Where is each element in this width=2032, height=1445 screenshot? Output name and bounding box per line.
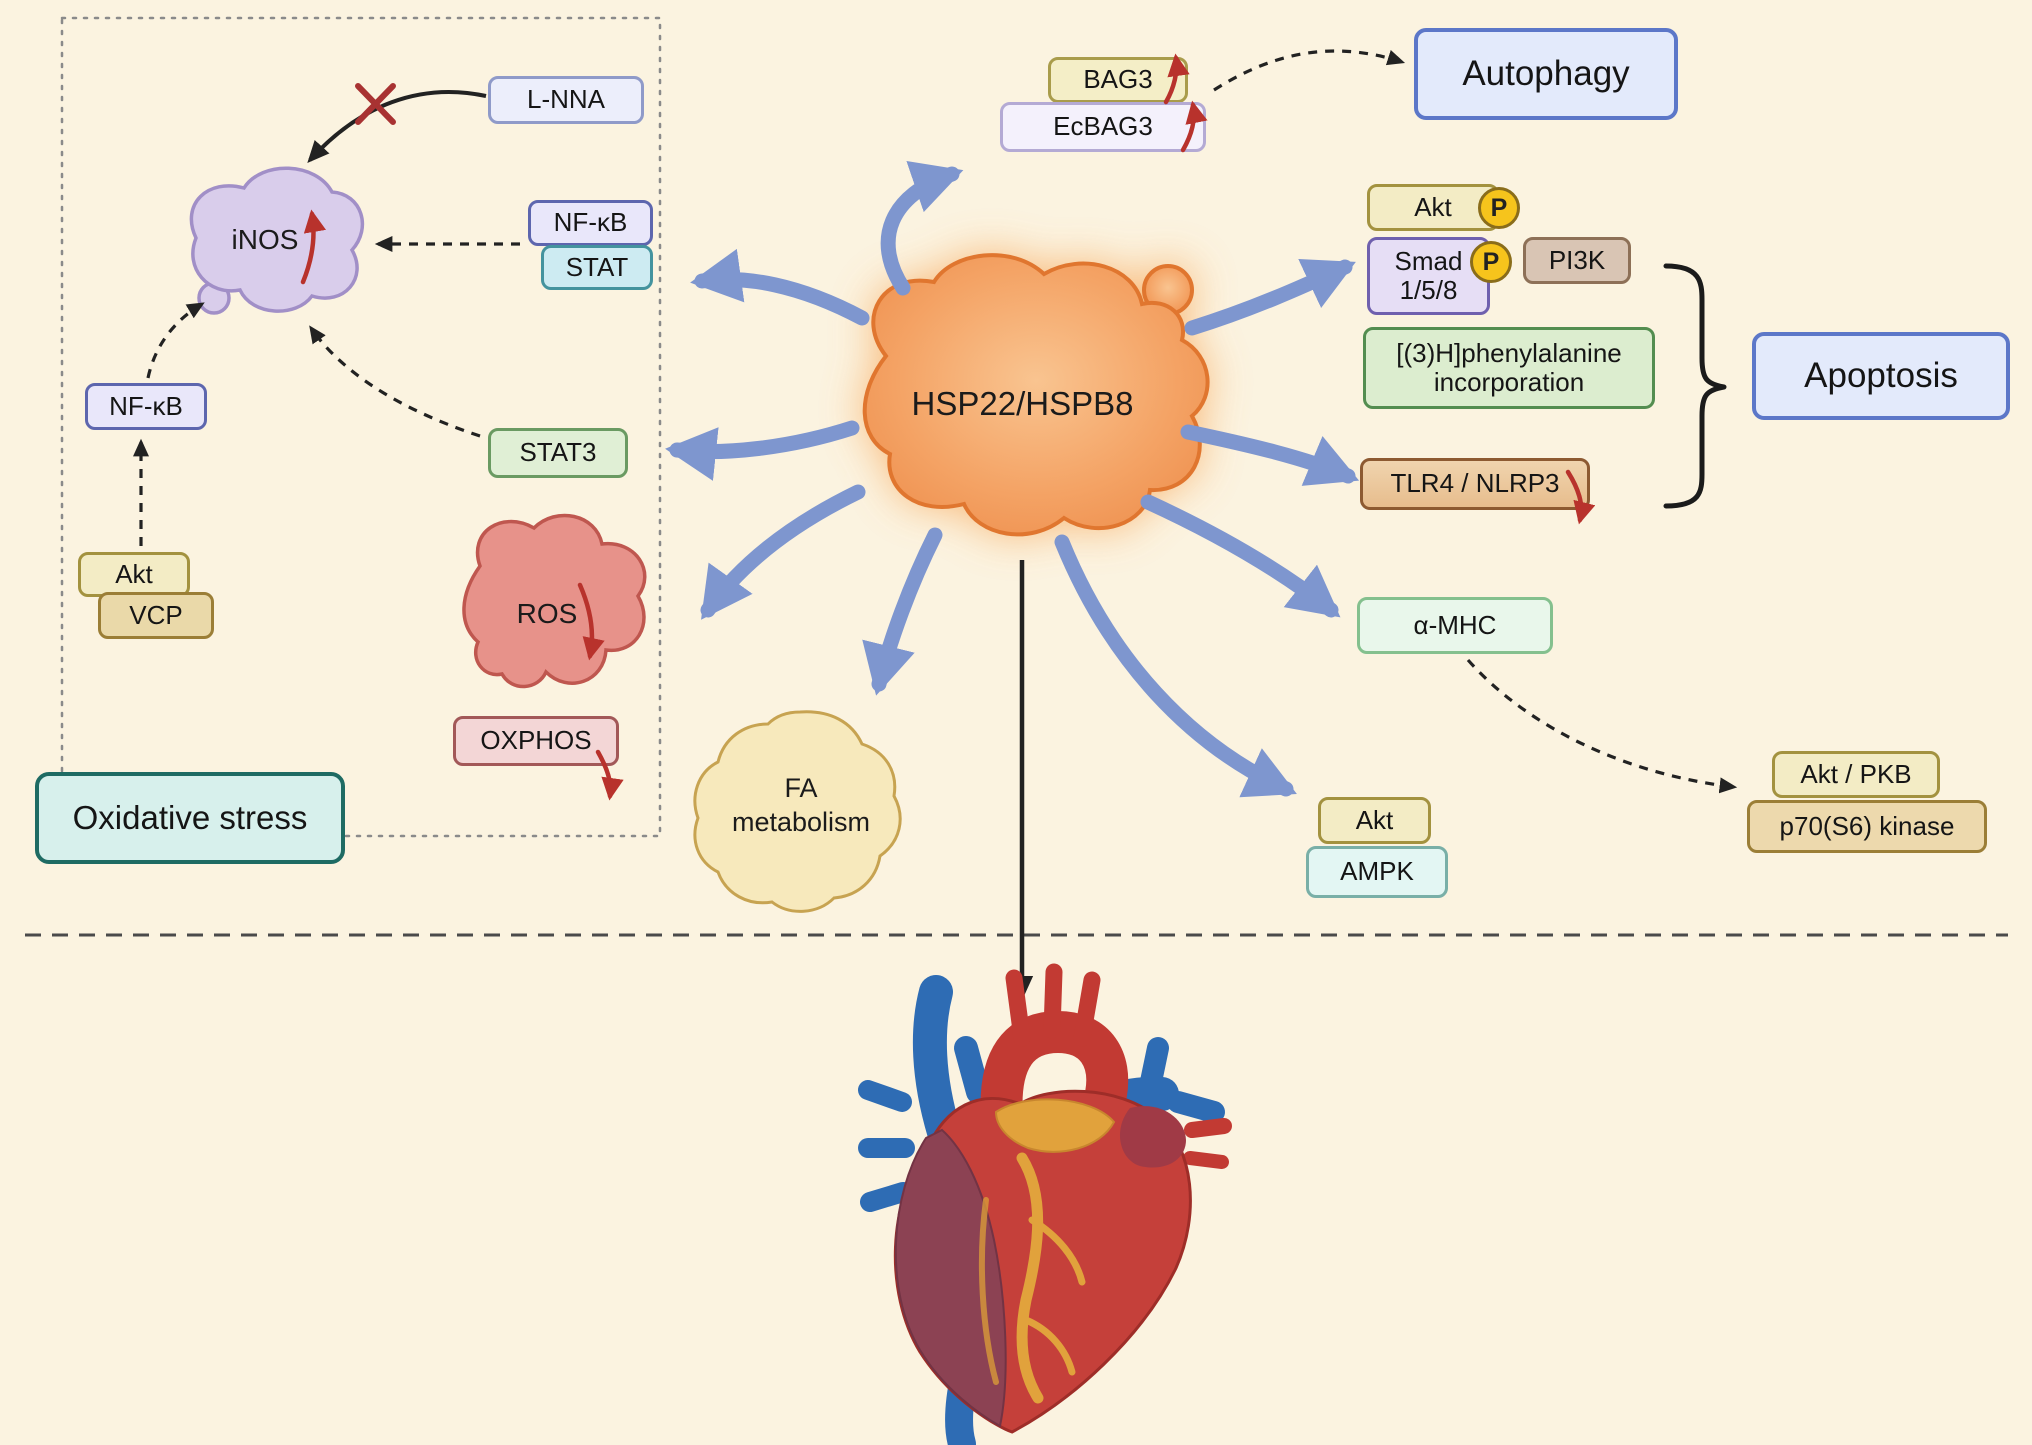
phospho-p-label-2: P: [1482, 247, 1500, 276]
stat3-box: STAT3: [488, 428, 628, 478]
heart-illustration: [858, 963, 1232, 1445]
blue-arrows: [665, 160, 1360, 798]
akt-bottom-label: Akt: [1355, 804, 1394, 835]
arrow-to-stat3: [665, 420, 860, 481]
arrow-to-tlr4: [1180, 424, 1360, 486]
smad-label-line1: Smad: [1394, 245, 1463, 276]
phospho-p-label: P: [1490, 193, 1508, 222]
arrow-to-nfkb-stat: [690, 248, 870, 326]
arrow-to-smad: [1184, 259, 1356, 336]
arrow-stat3-to-inos: [309, 325, 481, 438]
arrow-nfkb-to-inos: [146, 302, 205, 379]
arrow-amhc-to-aktpkb: [1466, 658, 1738, 794]
autophagy-box: Autophagy: [1414, 28, 1678, 120]
arrow-lnna-to-inos: [307, 90, 487, 163]
fa-label-line1: FA: [784, 773, 818, 803]
phenylalanine-label-line1: [(3)H]phenylalanine: [1396, 337, 1622, 368]
phenylalanine-label-line2: incorporation: [1433, 367, 1585, 397]
autophagy-label: Autophagy: [1462, 54, 1630, 94]
fa-label-line2: metabolism: [731, 806, 871, 837]
apoptosis-label: Apoptosis: [1804, 356, 1958, 396]
p70s6-kinase-box: p70(S6) kinase: [1747, 800, 1987, 853]
apoptosis-box: Apoptosis: [1752, 332, 2010, 420]
arrow-ecbag3-to-autophagy: [1213, 49, 1406, 92]
akt-pkb-label: Akt / PKB: [1800, 758, 1912, 789]
ecbag3-label: EcBAG3: [1053, 111, 1153, 142]
pi3k-label: PI3K: [1548, 244, 1606, 275]
akt-left-label: Akt: [115, 558, 153, 589]
nfkb-top-label: NF-κB: [553, 207, 628, 238]
akt-phospho-label: Akt: [1414, 191, 1452, 222]
stat-box: STAT: [541, 245, 653, 290]
ampk-label: AMPK: [1340, 856, 1414, 887]
oxidative-stress-box: Oxidative stress: [35, 772, 345, 864]
phenylalanine-box: [(3)H]phenylalanine incorporation: [1363, 327, 1655, 409]
oxidative-stress-label: Oxidative stress: [72, 798, 308, 836]
bag3-box: BAG3: [1048, 57, 1188, 103]
hsp22-blob: [862, 253, 1210, 537]
akt-phospho-box: Akt: [1367, 184, 1499, 231]
smad-label-line2: 1/5/8: [1399, 275, 1458, 305]
amhc-box: α-MHC: [1357, 597, 1553, 654]
arrow-to-ecbag3: [880, 160, 964, 296]
nfkb-top-box: NF-κB: [528, 200, 653, 246]
inos-label: iNOS: [231, 224, 299, 255]
fa-metabolism-blob: [693, 710, 902, 913]
ampk-box: AMPK: [1306, 846, 1448, 898]
nfkb-left-label: NF-κB: [109, 390, 183, 421]
inos-blob: [189, 166, 364, 315]
pi3k-box: PI3K: [1523, 237, 1631, 284]
arrow-to-fa: [862, 527, 943, 696]
hsp22-label: HSP22/HSPB8: [911, 385, 1134, 422]
akt-bottom-box: Akt: [1318, 797, 1431, 844]
tlr4-nlrp3-label: TLR4 / NLRP3: [1390, 468, 1560, 499]
bag3-label: BAG3: [1083, 64, 1153, 95]
oxphos-box: OXPHOS: [453, 716, 619, 766]
apoptosis-brace: [1663, 263, 1727, 509]
vcp-box: VCP: [98, 592, 214, 639]
fa-metabolism-label: FA metabolism: [716, 772, 886, 840]
akt-pkb-box: Akt / PKB: [1772, 751, 1940, 798]
ros-label: ROS: [516, 598, 578, 629]
ecbag3-box: EcBAG3: [1000, 102, 1206, 152]
phospho-circle-smad: P: [1470, 241, 1512, 283]
lnna-label: L-NNA: [526, 84, 605, 115]
tlr4-nlrp3-box: TLR4 / NLRP3: [1360, 458, 1590, 510]
stat-label: STAT: [565, 251, 629, 282]
phospho-circle-akt: P: [1478, 187, 1520, 229]
oxphos-label: OXPHOS: [480, 725, 592, 756]
arrow-to-amhc: [1140, 494, 1341, 618]
p70s6-kinase-label: p70(S6) kinase: [1779, 810, 1955, 841]
arrow-to-akt-ampk: [1054, 534, 1297, 798]
arrow-to-ros: [700, 484, 866, 620]
oxidative-stress-region-border: [60, 16, 662, 838]
lnna-box: L-NNA: [488, 76, 644, 124]
amhc-label: α-MHC: [1413, 609, 1497, 640]
stat3-label: STAT3: [519, 437, 597, 468]
nfkb-left-box: NF-κB: [85, 383, 207, 430]
smad-box: Smad 1/5/8: [1367, 237, 1490, 315]
vcp-label: VCP: [129, 599, 183, 630]
dashed-arrows: [133, 49, 1738, 794]
akt-left-box: Akt: [78, 552, 190, 597]
